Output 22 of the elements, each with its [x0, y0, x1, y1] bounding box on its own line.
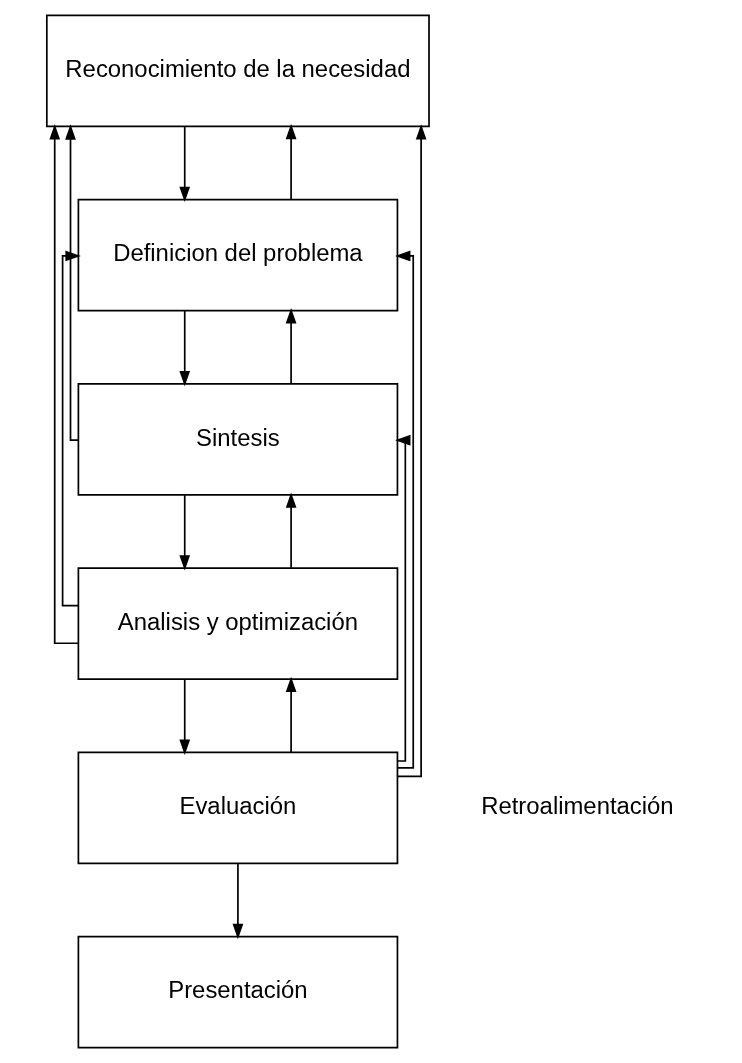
arrow [65, 124, 79, 442]
label: Retroalimentación [481, 792, 674, 820]
arrow [397, 124, 427, 778]
arrow [49, 124, 79, 645]
node-box: Definicion del problema [77, 198, 399, 312]
node-box: Sintesis [77, 383, 399, 496]
arrow [179, 494, 191, 571]
arrow [179, 310, 191, 387]
arrow [285, 123, 297, 201]
node-box: Evaluación [77, 751, 399, 865]
node-box: Presentación [77, 935, 399, 1049]
arrow [179, 678, 191, 755]
node-box: Reconocimiento de la necesidad [45, 14, 430, 128]
arrow [285, 492, 297, 569]
node-box: Analisis y optimización [77, 567, 399, 680]
arrow [61, 250, 81, 607]
arrow [285, 308, 297, 385]
arrow [179, 125, 191, 203]
arrow [232, 862, 244, 940]
arrow [285, 676, 297, 753]
arrow [395, 250, 415, 769]
arrow [395, 434, 411, 762]
